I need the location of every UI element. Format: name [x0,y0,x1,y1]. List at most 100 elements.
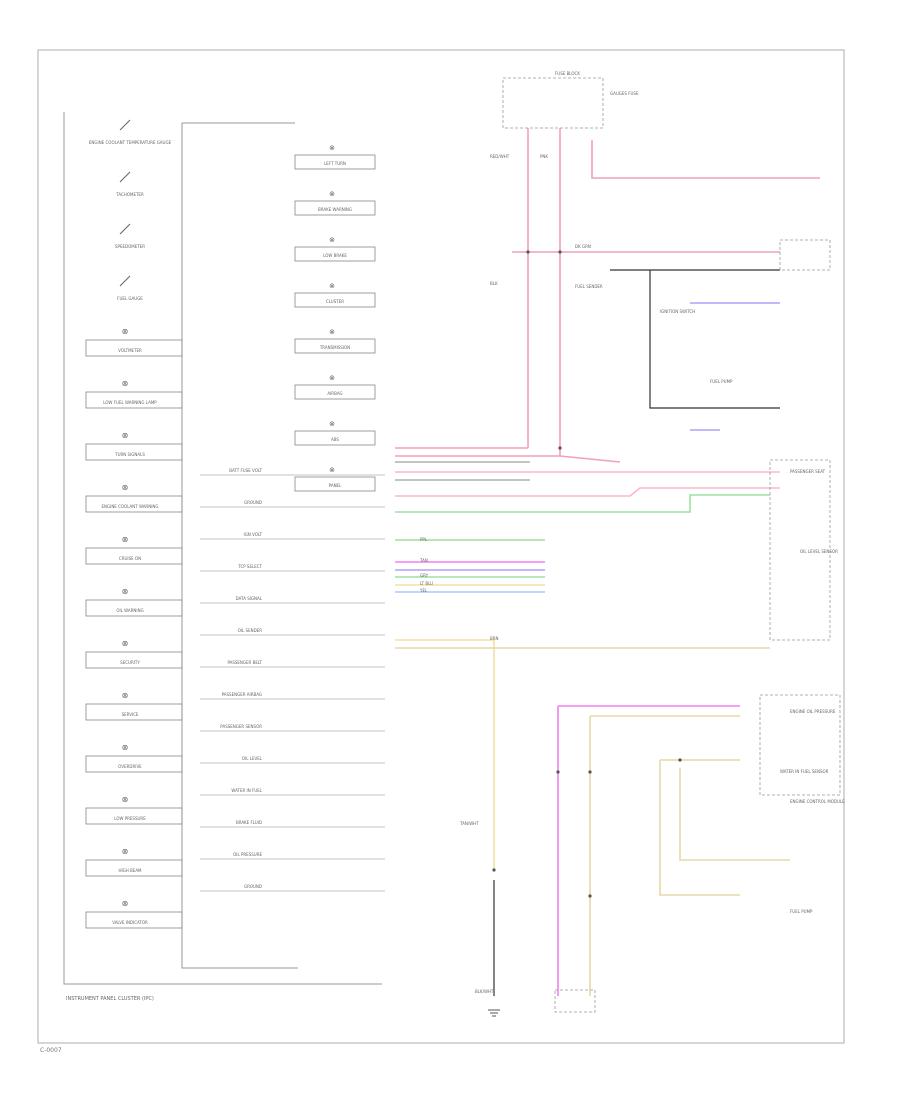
cluster-left-item: ⊗VOLTMETER [85,327,183,357]
cluster-pin-row: PASSENGER AIRBAG [200,692,385,700]
cluster-left-item: ⊗ SECURITY [85,639,183,669]
cluster-title: INSTRUMENT PANEL CLUSTER (IPC) [66,996,154,1002]
cluster-pin-label: PASSENGER AIRBAG [222,692,262,697]
cluster-left-label: OIL WARNING [116,608,143,613]
svg-text:⊗: ⊗ [122,379,129,388]
cluster-boundary [63,112,382,985]
cluster-left-label: FUEL GAUGE [117,296,143,301]
cluster-left-label: ENGINE COOLANT TEMPERATURE GAUGE [89,140,172,145]
cluster-left-item: ⊗TURN SIGNALS [85,431,183,461]
cluster-pin-label: BATT FUSE VOLT [229,468,262,473]
cluster-pin-row: IGN VOLT [200,532,385,540]
component-label: WATER IN FUEL SENSOR [780,769,829,774]
cluster-center-item: ⊗BRAKE WARNING [294,190,376,216]
cluster-left-label: TACHOMETER [115,192,144,197]
cluster-inner-boundary [181,122,298,969]
cluster-center-label: AIRBAG [327,391,342,396]
svg-text:⊗: ⊗ [122,795,129,804]
cluster-center-label: TRANSMISSION [319,345,350,350]
cluster-left-label: SPEEDOMETER [115,244,145,249]
cluster-pin-row: OIL LEVEL [200,756,385,764]
cluster-center-item: ⊗ LOW BRAKE [294,236,376,262]
svg-text:⊗: ⊗ [329,328,335,336]
cluster-pin-label: GROUND [244,884,262,889]
cluster-pin-labels: BATT FUSE VOLT GROUND IGN VOLT TCP SELECT DA… [200,468,385,892]
ignition-box [769,459,831,641]
wire-label: LT BLU [420,581,433,586]
cluster-center-label: PANEL [329,483,342,488]
cluster-left-label: SECURITY [120,660,140,665]
footer-code: C-0007 [40,1047,62,1054]
wire-tan-1 [395,639,495,870]
cluster-center-item: ⊗ AIRBAG [294,374,376,400]
cluster-pin-row: OIL SENDER [200,628,385,636]
cluster-left-label: SERVICE [122,712,139,717]
svg-text:⊗: ⊗ [329,374,335,382]
wire-black-2 [649,270,780,409]
wire-label: PNK [540,154,548,159]
component-label: FUEL PUMP [710,379,733,384]
cluster-pin-label: BRAKE FLUID [236,820,262,825]
wire-label: DK GRN [575,244,591,249]
cluster-center-item: ⊗ LEFT TURN [294,144,376,170]
wire-tan-4 [659,760,740,896]
wire-label: BLK/WHT [475,989,494,994]
cluster-left-label: ENGINE COOLANT WARNING [102,504,159,509]
diagram-frame [37,49,845,1044]
component-label: IGNITION SWITCH [660,309,695,314]
cluster-left-item: FUEL GAUGE [117,275,143,301]
cluster-pin-row: BRAKE FLUID [200,820,385,828]
cluster-left-item: ⊗ CRUISE ON [85,535,183,565]
cluster-left-item: ⊗LOW PRESSURE [85,795,183,825]
component-label: GAUGES FUSE [610,91,639,96]
wire-label: PPL [420,537,428,542]
svg-text:⊗: ⊗ [329,190,335,198]
cluster-pin-row: PASSENGER BELT [200,660,385,668]
svg-text:⊗: ⊗ [329,144,335,152]
cluster-left-item: SPEEDOMETER [115,223,145,249]
cluster-pin-label: PASSENGER BELT [227,660,262,665]
cluster-pin-label: TCP SELECT [237,564,262,569]
svg-text:⊗: ⊗ [122,587,129,596]
wires [395,128,820,996]
wire-label: TAN [419,558,428,563]
cluster-pin-row: BATT FUSE VOLT [200,468,385,476]
svg-text:⊗: ⊗ [122,743,129,752]
wire-pink-top [591,140,820,179]
cluster-left-label: TURN SIGNALS [114,452,145,457]
cluster-center-item: ⊗ABS [294,420,376,446]
component-label: ENGINE OIL PRESSURE [790,709,836,714]
svg-text:⊗: ⊗ [329,236,335,244]
svg-text:⊗: ⊗ [122,639,129,648]
cluster-left-item: ⊗LOW FUEL WARNING LAMP [85,379,183,409]
cluster-pin-label: OIL LEVEL [242,756,263,761]
component-label: FUSE BLOCK [555,71,580,76]
wire-tan-5 [679,768,790,861]
cluster-left-item: ⊗VALVE INDICATOR [85,899,183,929]
wire-pink-h2 [395,487,780,497]
wire-red-h2 [395,455,621,463]
cluster-left-column: ENGINE COOLANT TEMPERATURE GAUGE TACHOMET… [85,119,183,929]
component-label: ENGINE CONTROL MODULE [790,799,845,804]
cluster-left-label: CRUISE ON [119,556,141,561]
cluster-pin-label: DATA SIGNAL [236,596,263,601]
components [502,77,841,1013]
cluster-pin-label: WATER IN FUEL [231,788,262,793]
cluster-left-item: TACHOMETER [115,171,144,197]
svg-text:⊗: ⊗ [122,327,129,336]
cluster-center-item: ⊗PANEL [294,466,376,492]
cluster-left-label: HIGH BEAM [118,868,142,873]
wire-label: BRN [490,636,499,641]
relay-box [779,239,831,271]
cluster-left-item: ENGINE COOLANT TEMPERATURE GAUGE [89,119,172,145]
fuse-block-box [502,77,604,129]
cluster-left-item: ⊗ OIL WARNING [85,587,183,617]
svg-text:⊗: ⊗ [122,535,129,544]
oil-module-box [759,694,841,796]
cluster-center-label: LOW BRAKE [323,253,347,258]
svg-text:⊗: ⊗ [329,420,335,428]
cluster-pin-row: WATER IN FUEL [200,788,385,796]
cluster-center-label: LEFT TURN [324,161,346,166]
